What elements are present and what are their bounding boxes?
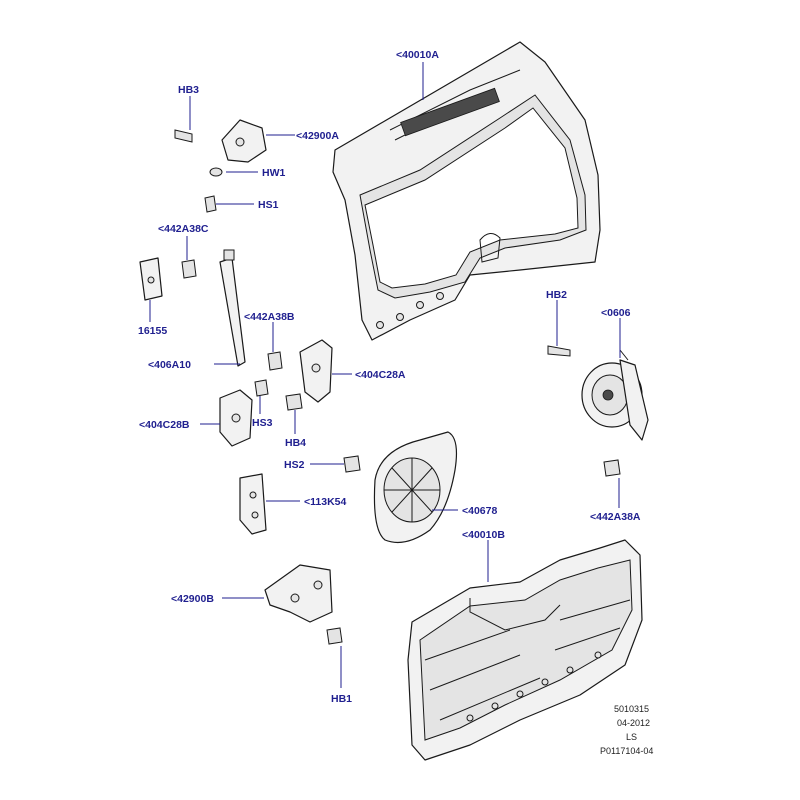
callout-404C28A: <404C28A	[355, 369, 406, 381]
callout-hs3: HS3	[252, 417, 273, 429]
callout-40010A: <40010A	[396, 49, 439, 61]
callout-hb4: HB4	[285, 437, 306, 449]
footer-code: LS	[626, 732, 637, 742]
callout-hs2: HS2	[284, 459, 305, 471]
callout-hw1: HW1	[262, 167, 285, 179]
upper-tailgate-frame	[332, 41, 601, 341]
callout-113K54: <113K54	[304, 496, 346, 508]
bracket-404C28A	[299, 339, 333, 403]
callout-442A38B: <442A38B	[244, 311, 295, 323]
leader-lines	[149, 62, 621, 688]
hinge-42900B	[264, 564, 333, 623]
callout-0606: <0606	[601, 307, 631, 319]
callout-442A38A: <442A38A	[590, 511, 641, 523]
callout-442A38C: <442A38C	[158, 223, 209, 235]
callout-42900B: <42900B	[171, 593, 214, 605]
callout-40010B: <40010B	[462, 529, 505, 541]
footer-date: 04-2012	[617, 718, 650, 728]
footer-ref: 5010315	[614, 704, 649, 714]
bracket-404C28B	[219, 389, 253, 447]
callout-hb2: HB2	[546, 289, 567, 301]
callout-16155: 16155	[138, 325, 167, 337]
callout-40678: <40678	[462, 505, 497, 517]
motor-0606	[581, 349, 649, 441]
callout-42900A: <42900A	[296, 130, 339, 142]
lower-tailgate-panel	[407, 539, 643, 761]
footer-part-number: P0117104-04	[600, 746, 653, 756]
fasteners	[174, 129, 621, 645]
hinge-42900A	[221, 119, 267, 163]
callout-hs1: HS1	[258, 199, 279, 211]
gas-strut-406A10	[219, 249, 246, 367]
bracket-113K54	[239, 473, 267, 535]
callout-404C28B: <404C28B	[139, 419, 190, 431]
callout-hb3: HB3	[178, 84, 199, 96]
callout-hb1: HB1	[331, 693, 352, 705]
clip-16155	[139, 257, 163, 301]
callout-406A10: <406A10	[148, 359, 191, 371]
access-cover-40678	[373, 431, 458, 543]
